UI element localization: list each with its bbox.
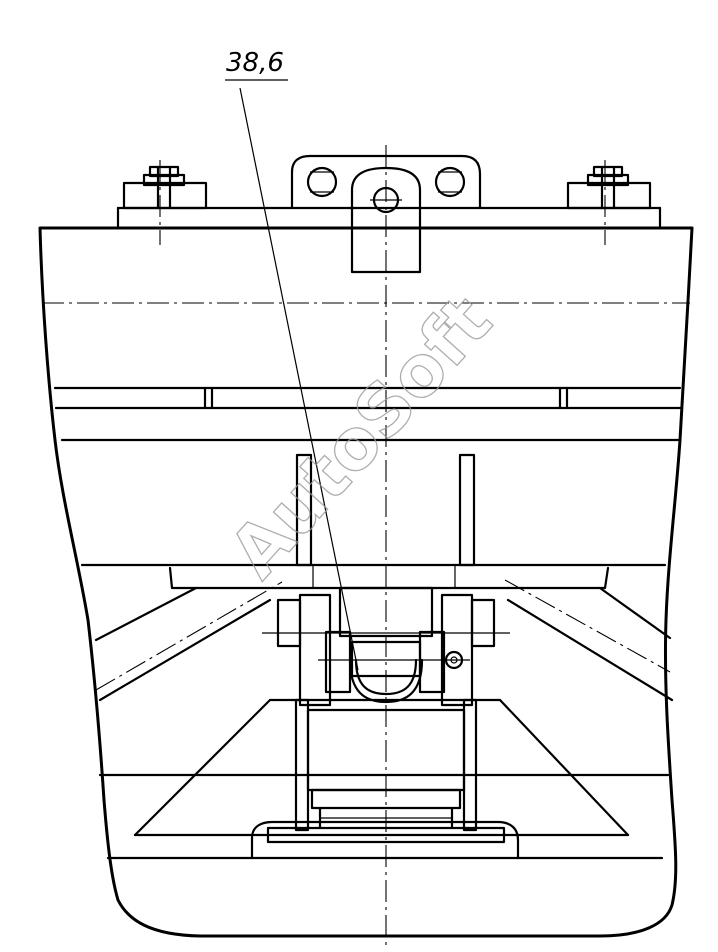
left-bolt xyxy=(122,160,208,245)
callout-label: 38,6 xyxy=(226,48,284,78)
body-outline xyxy=(38,226,694,938)
lower-frame xyxy=(98,698,670,860)
top-plates xyxy=(40,206,692,442)
leader-line xyxy=(239,87,359,671)
motor-housing xyxy=(294,698,478,832)
watermark-text: AutoSoft xyxy=(214,280,508,593)
cross-beam xyxy=(80,563,667,590)
pivot-joint xyxy=(262,586,510,707)
callout-38-6: 38,6 xyxy=(225,48,359,671)
right-bolt xyxy=(566,160,652,245)
base-plate xyxy=(250,820,520,860)
diagonal-struts xyxy=(94,579,674,702)
